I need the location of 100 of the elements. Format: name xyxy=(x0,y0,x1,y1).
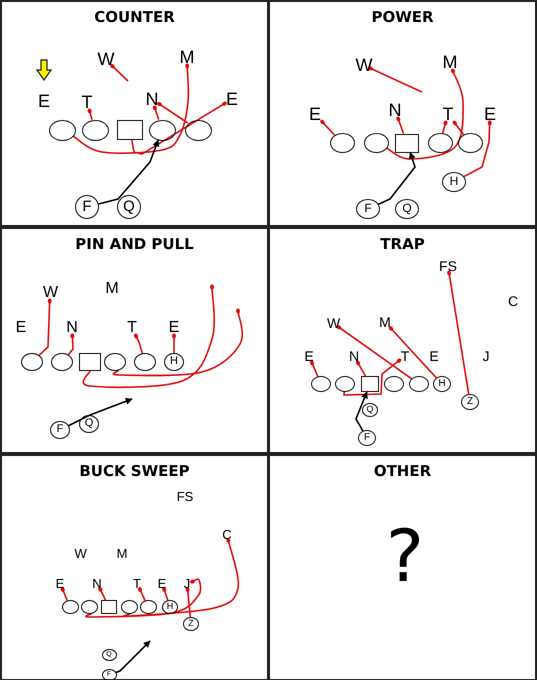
block-line xyxy=(72,63,190,154)
lineman-ellipse xyxy=(330,133,354,153)
defender-label: M xyxy=(379,315,391,329)
block-line xyxy=(60,587,68,601)
player-circle: H xyxy=(442,172,466,192)
lineman-ellipse xyxy=(62,600,78,614)
center-square xyxy=(117,120,143,140)
lineman-ellipse xyxy=(120,600,138,614)
block-line xyxy=(388,326,437,378)
defender-label: W xyxy=(356,56,370,74)
defender-label: E xyxy=(224,90,240,108)
block-line xyxy=(320,120,336,136)
defender-label: W xyxy=(327,316,339,330)
center-square xyxy=(101,600,117,614)
question-mark: ? xyxy=(384,513,426,600)
defender-label: E xyxy=(308,105,322,123)
lineman-ellipse xyxy=(51,353,73,371)
defender-label: T xyxy=(125,320,139,336)
run-arrow xyxy=(378,152,416,205)
defender-label: E xyxy=(54,576,66,590)
defender-label: E xyxy=(36,92,52,110)
block-line xyxy=(38,298,52,356)
defender-label: C xyxy=(507,294,519,308)
defender-label: E xyxy=(156,576,168,590)
lineman-ellipse xyxy=(80,600,98,614)
lineman-ellipse xyxy=(335,376,355,392)
player-circle: Z xyxy=(183,617,199,631)
run-arrow xyxy=(98,139,160,205)
defender-label: J xyxy=(480,349,492,363)
play-panel xyxy=(0,454,269,680)
block-line xyxy=(336,325,412,380)
defender-label: E xyxy=(482,105,498,123)
defender-label: M xyxy=(116,546,128,560)
defender-label: N xyxy=(65,320,79,336)
lineman-ellipse xyxy=(148,120,176,140)
defender-label: T xyxy=(440,105,456,123)
defender-label: M xyxy=(180,48,194,66)
player-circle: Z xyxy=(461,394,479,410)
block-line xyxy=(343,358,402,396)
block-line xyxy=(356,360,366,376)
defender-label: N xyxy=(348,349,360,363)
defender-label: C xyxy=(222,528,232,540)
defender-label: T xyxy=(80,93,94,111)
defender-label: T xyxy=(399,349,411,363)
block-line xyxy=(88,108,93,120)
defender-label: W xyxy=(74,546,86,560)
defender-label: W xyxy=(43,285,57,301)
defender-label: W xyxy=(98,50,112,68)
player-circle: F xyxy=(75,195,99,219)
player-circle: Q xyxy=(117,195,141,219)
lineman-ellipse xyxy=(409,376,429,392)
block-line xyxy=(396,116,404,134)
block-line xyxy=(152,106,160,120)
block-line xyxy=(134,334,144,354)
block-line xyxy=(85,578,202,618)
player-circle: F xyxy=(358,430,376,446)
defender-label: N xyxy=(92,576,102,590)
center-square xyxy=(79,353,101,371)
lineman-ellipse xyxy=(428,133,452,153)
lineman-ellipse xyxy=(140,600,156,614)
lineman-ellipse xyxy=(364,133,388,153)
player-circle: H xyxy=(162,600,178,614)
run-arrow xyxy=(116,640,151,674)
defender-label: E xyxy=(303,349,315,363)
lineman-ellipse xyxy=(184,120,212,140)
block-line xyxy=(124,538,240,617)
run-arrow xyxy=(355,391,368,432)
play-panel xyxy=(268,454,537,680)
lineman-ellipse xyxy=(384,376,404,392)
player-circle: H xyxy=(433,376,451,392)
defender-label: E xyxy=(14,320,28,336)
play-panel xyxy=(268,227,537,454)
defender-label: T xyxy=(132,576,142,590)
player-circle: H xyxy=(164,353,184,371)
block-line xyxy=(162,587,169,601)
lineman-ellipse xyxy=(311,376,331,392)
block-line xyxy=(82,284,215,388)
center-square xyxy=(361,376,379,392)
defender-label: E xyxy=(167,320,181,336)
play-title: TRAP xyxy=(379,235,426,253)
player-circle: Q xyxy=(79,415,99,433)
lineman-ellipse xyxy=(458,133,482,153)
lineman-ellipse xyxy=(82,120,108,140)
block-line xyxy=(368,66,422,93)
block-line xyxy=(464,120,492,178)
play-title: PIN AND PULL xyxy=(74,235,195,253)
block-line xyxy=(157,102,188,124)
play-panel xyxy=(0,227,269,454)
player-circle: F xyxy=(356,199,380,219)
player-circle: F xyxy=(50,421,70,439)
defender-label: E xyxy=(428,349,440,363)
defender-label: FS xyxy=(437,259,459,273)
defender-label: N xyxy=(388,101,402,119)
block-line xyxy=(186,586,192,618)
run-arrow xyxy=(68,398,133,426)
defender-label: N xyxy=(144,90,160,108)
block-line xyxy=(386,68,464,160)
lineman-ellipse xyxy=(134,353,156,371)
play-panel xyxy=(268,0,537,227)
block-line xyxy=(310,360,319,377)
